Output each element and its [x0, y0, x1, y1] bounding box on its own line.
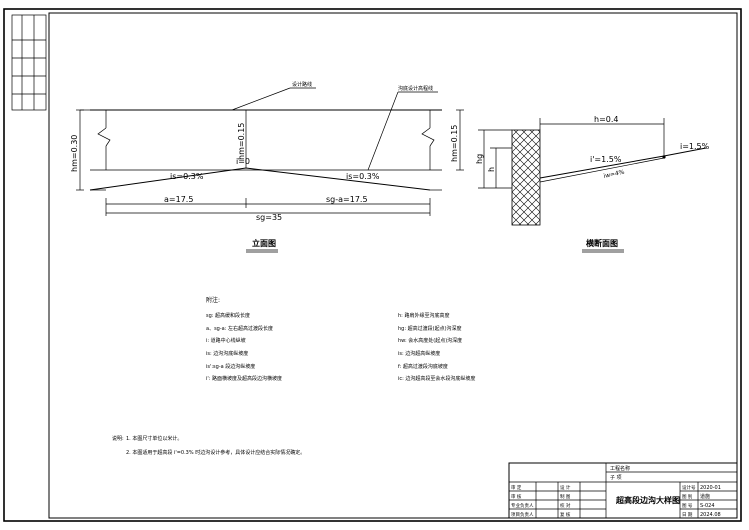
right-value-1: 道施	[700, 493, 710, 500]
iw-label: iw=4%	[603, 169, 625, 180]
note-left-0: sg: 超高缓和段长度	[206, 312, 250, 319]
dim-sg-a-label: sg-a=17.5	[326, 195, 368, 204]
note-right-0: h: 路肩外缘至沟底高度	[398, 312, 449, 319]
h-top-label: h=0.4	[594, 115, 619, 124]
sub-label: 子 项	[610, 474, 622, 481]
binding-strip	[11, 14, 47, 111]
mid-row-1: 制 图	[560, 493, 571, 500]
notes-title: 附注:	[206, 296, 220, 304]
right-value-3: 2024.08	[700, 512, 721, 518]
project-label: 工程名称	[610, 465, 630, 472]
drawing-title: 超高段边沟大样图	[615, 495, 680, 505]
right-value-0: 2020-01	[700, 485, 721, 491]
dim-a-label: a=17.5	[164, 195, 193, 204]
i-zero-label: i=0	[236, 157, 250, 166]
left-row-3: 项目负责人	[511, 511, 534, 518]
cross-section-view: h=0.4 i'=1.5% i=1.5% iw=4% hg h 横断面图	[475, 115, 710, 253]
right-value-2: S-024	[700, 503, 715, 509]
note-left-5: i': 路面横坡度及超高段边沟横坡度	[206, 375, 282, 382]
callout-design-line: 设计路线	[292, 81, 312, 88]
hm-right-label: hm=0.15	[450, 125, 459, 162]
note-right-5: ic: 边沟超高段至会水段沟底纵坡度	[398, 375, 475, 382]
hg-label: hg	[475, 154, 484, 164]
dim-sg-label: sg=35	[256, 213, 282, 222]
title-block: 工程名称 子 项 超高段边沟大样图 审 定 审 核 专业负责人 项目负责人 设 …	[508, 462, 738, 519]
right-label-3: 日 期	[682, 512, 693, 518]
left-row-1: 审 核	[511, 493, 522, 500]
left-row-0: 审 定	[511, 484, 522, 491]
remarks-block: 说明: 1. 本图尺寸单位以米计。 2. 本图适用于超高段 i'=0.3% 时边…	[112, 435, 305, 456]
i2-label: i=1.5%	[680, 142, 710, 151]
callout-ditch-line: 沟底设计高程线	[398, 85, 433, 92]
hm-mid-label: hm=0.15	[237, 123, 246, 160]
note-left-2: i: 道路中心线纵坡	[206, 337, 246, 344]
mid-row-2: 校 对	[560, 502, 571, 509]
i1-label: i'=1.5%	[590, 155, 622, 164]
h-side-label: h	[487, 167, 496, 172]
notes-block: 附注: sg: 超高缓和段长度 a、sg-a: 左右超高过渡段长度 i: 道路中…	[206, 296, 475, 382]
note-right-3: is: 边沟超高纵坡度	[398, 350, 440, 357]
right-label-1: 图 别	[682, 493, 693, 500]
hm-left-label: hm=0.30	[70, 135, 79, 172]
profile-view: hm=0.30 hm=0.15 hm=0.15 i=0 is=0.3% is=0…	[70, 81, 464, 253]
inner-border	[48, 12, 738, 519]
note-right-1: hg: 超高过渡段(起点)沟深度	[398, 325, 462, 332]
right-label-0: 设计号	[682, 484, 696, 491]
is-left-label: is=0.3%	[170, 172, 204, 181]
remark-1: 2. 本图适用于超高段 i'=0.3% 时边沟设计参考，具体设计应结合实际情况确…	[126, 449, 305, 456]
remark-0: 1. 本图尺寸单位以米计。	[126, 435, 182, 442]
section-caption: 横断面图	[586, 238, 618, 248]
outer-border	[3, 8, 742, 522]
note-right-2: hw: 会水高度处(起点)沟深度	[398, 337, 462, 344]
mid-row-3: 复 核	[560, 511, 571, 518]
profile-caption: 立面图	[252, 238, 276, 248]
left-row-2: 专业负责人	[511, 502, 534, 509]
retaining-wall	[511, 129, 541, 226]
right-label-2: 图 号	[682, 503, 693, 509]
is-right-label: is=0.3%	[346, 172, 380, 181]
remarks-label: 说明:	[112, 435, 124, 442]
note-right-4: f: 超高过渡段沟底坡度	[398, 363, 448, 370]
note-left-3: is: 边沟沟底纵坡度	[206, 350, 248, 357]
note-left-1: a、sg-a: 左右超高过渡段长度	[206, 325, 273, 332]
note-left-4: is':sg-a 段边沟纵坡度	[206, 363, 255, 370]
mid-row-0: 设 计	[560, 484, 571, 491]
